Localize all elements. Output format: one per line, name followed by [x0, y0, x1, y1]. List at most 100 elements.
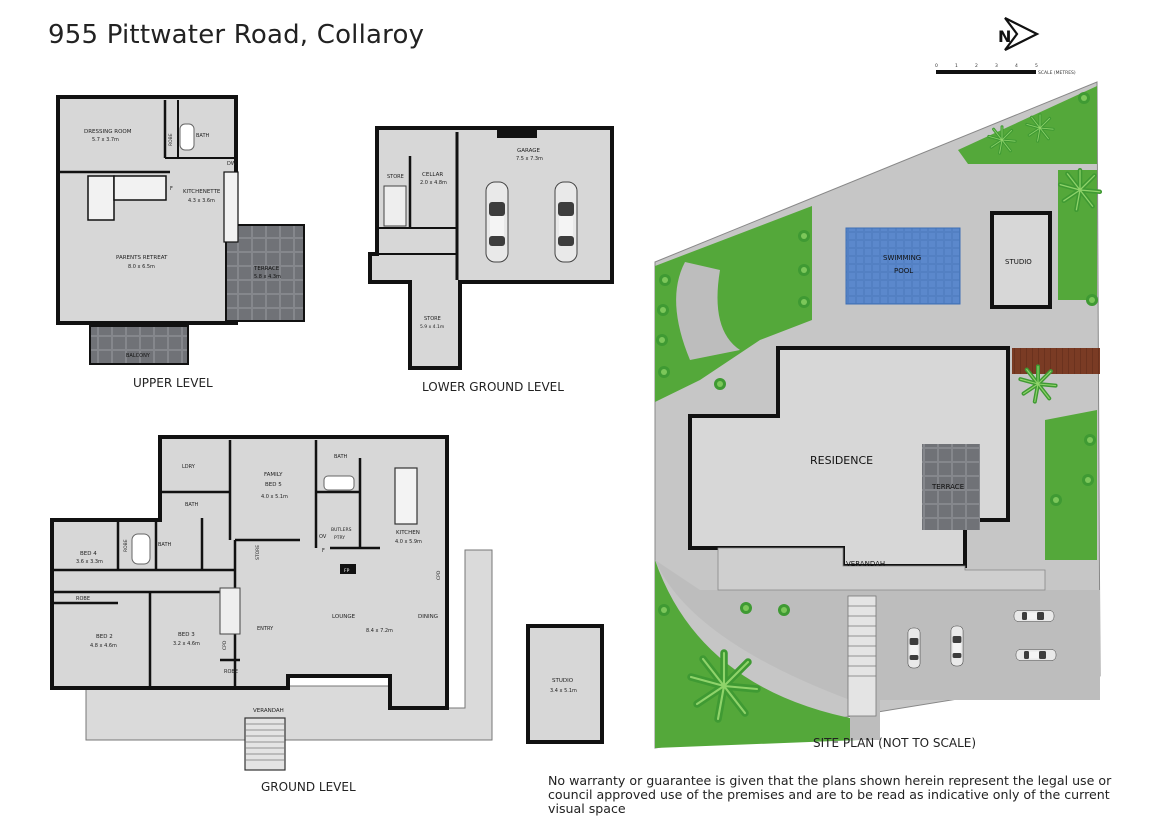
upper-bath-label: BATH [196, 133, 210, 139]
scale-tick: 1 [955, 63, 958, 69]
car-icon [907, 627, 921, 669]
pantry-label: PTRY [334, 535, 345, 541]
shrub-icon [656, 334, 668, 346]
shrub-icon [658, 604, 670, 616]
shrub-icon [798, 296, 810, 308]
shrub-icon [798, 230, 810, 242]
shrub-icon [1050, 494, 1062, 506]
car-icon [554, 181, 578, 263]
lounge-size: 8.4 x 7.2m [366, 628, 393, 634]
kitchenette-label: KITCHENETTE [183, 189, 221, 195]
upper-robe-label: ROBE [168, 133, 174, 146]
pool-label-2: POOL [894, 267, 913, 275]
site-plan: SWIMMING POOL STUDIO RESIDENCE TERRACE V… [654, 81, 1100, 749]
studio-label: STUDIO [552, 678, 574, 684]
ground-robe-label: ROBE [76, 596, 90, 602]
site-terrace-label: TERRACE [931, 483, 964, 491]
entry-label: ENTRY [257, 626, 274, 632]
car-icon [1013, 610, 1055, 622]
site-studio-label: STUDIO [1005, 258, 1032, 266]
store2-size: 5.9 x 4.1m [420, 324, 444, 330]
scale-tick: 2 [975, 63, 978, 69]
kitchen-size: 4.0 x 5.9m [395, 539, 422, 545]
shrub-icon [714, 378, 726, 390]
lower-ground-plan: GARAGE 7.5 x 7.3m STORE CELLAR 2.0 x 4.8… [368, 126, 614, 370]
dressing-room-size: 5.7 x 3.7m [92, 137, 119, 143]
car-icon [950, 625, 964, 667]
shrub-icon [658, 366, 670, 378]
family-label: FAMILY [264, 472, 283, 478]
shrub-icon [778, 604, 790, 616]
car-icon [1015, 649, 1057, 661]
ground-bath-label: BATH [185, 502, 199, 508]
garage-label: GARAGE [517, 148, 541, 154]
north-compass-icon: N [998, 17, 1040, 51]
site-verandah-label: VERANDAH [846, 560, 885, 568]
scale-bar: 0 1 2 3 4 5 SCALE (METRES) [935, 63, 1076, 76]
ground-robe-label: ROBE [123, 539, 129, 552]
bed3-label: BED 3 [178, 632, 195, 638]
shrub-icon [657, 304, 669, 316]
ground-store-label: STORE [255, 545, 261, 560]
scale-tick: 5 [1035, 63, 1038, 69]
ldry-label: LDRY [182, 464, 196, 470]
store2-label: STORE [424, 316, 441, 322]
shrub-icon [1084, 434, 1096, 446]
compass-letter: N [998, 27, 1011, 46]
verandah-label: VERANDAH [253, 708, 284, 714]
bed4-label: BED 4 [80, 551, 97, 557]
oven-label: OV [319, 534, 327, 540]
dressing-room-label: DRESSING ROOM [84, 129, 132, 135]
kitchen-label: KITCHEN [396, 530, 420, 536]
page-title: 955 Pittwater Road, Collaroy [48, 20, 425, 50]
swimming-pool [845, 227, 961, 305]
site-terrace [922, 444, 980, 530]
residence-label: RESIDENCE [810, 454, 873, 467]
shrub-icon [798, 264, 810, 276]
scale-tick: 3 [995, 63, 998, 69]
fridge-label: F [170, 186, 173, 192]
ground-fridge-label: F [322, 548, 325, 554]
shrub-icon [1078, 92, 1090, 104]
ground-level-caption: GROUND LEVEL [261, 780, 356, 794]
lower-store-label: STORE [387, 174, 404, 180]
shrub-icon [740, 602, 752, 614]
ground-bath-label: BATH [158, 542, 172, 548]
shrub-icon [1082, 474, 1094, 486]
ground-bath-label: BATH [334, 454, 348, 460]
bed5-label: BED 5 [265, 482, 282, 488]
scale-tick: 4 [1015, 63, 1018, 69]
fireplace-label: FP [344, 568, 350, 574]
cellar-label: CELLAR [422, 172, 443, 178]
studio-size: 3.4 x 5.1m [550, 688, 577, 694]
upper-level-plan: DRESSING ROOM 5.7 x 3.7m BATH ROBE DW F … [56, 95, 305, 365]
parents-retreat-size: 8.0 x 6.5m [128, 264, 155, 270]
upper-terrace-label: TERRACE [253, 266, 280, 272]
upper-balcony-tiles [89, 325, 189, 365]
bed2-label: BED 2 [96, 634, 113, 640]
dining-label: DINING [418, 614, 438, 620]
balcony-label: BALCONY [126, 353, 151, 359]
ground-robe-label: ROBE [224, 669, 238, 675]
pool-label: SWIMMING [883, 254, 921, 262]
car-icon [485, 181, 509, 263]
family-size: 4.0 x 5.1m [261, 494, 288, 500]
bed3-size: 3.2 x 4.6m [173, 641, 200, 647]
upper-terrace-tiles [225, 224, 305, 322]
kitchenette-size: 4.3 x 3.6m [188, 198, 215, 204]
bed4-size: 3.6 x 3.3m [76, 559, 103, 565]
lower-level-caption: LOWER GROUND LEVEL [422, 380, 564, 394]
studio-plan: STUDIO 3.4 x 5.1m [526, 624, 604, 744]
bed2-size: 4.8 x 4.6m [90, 643, 117, 649]
scale-label: SCALE (METRES) [1038, 70, 1076, 76]
upper-terrace-size: 5.8 x 4.3m [254, 274, 281, 280]
lounge-label: LOUNGE [332, 614, 356, 620]
disclaimer: No warranty or guarantee is given that t… [548, 773, 1112, 816]
upper-level-caption: UPPER LEVEL [133, 376, 213, 390]
cpd-label: CPD [222, 640, 228, 650]
butlers-label: BUTLERS [331, 527, 352, 533]
ground-level-plan: LDRY BATH BATH BATH FAMILY BED 5 4.0 x 5… [50, 435, 493, 771]
shrub-icon [1086, 294, 1098, 306]
dw-label: DW [227, 161, 236, 167]
